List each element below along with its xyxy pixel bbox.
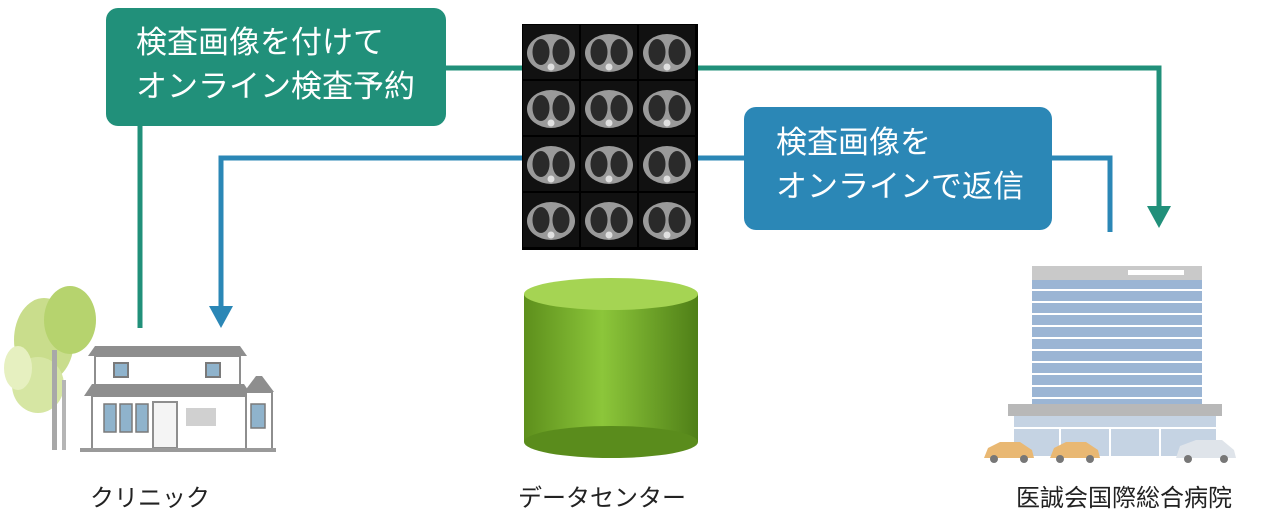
reservation-line-1: 検査画像を付けて [136, 25, 384, 61]
reply-line-2: オンラインで返信 [776, 169, 1024, 205]
ct-scan-thumbnail [523, 81, 579, 135]
ct-scan-thumbnail [639, 25, 695, 79]
ct-scan-images [522, 24, 698, 250]
blue-arrowhead [209, 306, 233, 328]
car-2 [1050, 442, 1100, 463]
reservation-line-2: オンライン検査予約 [136, 69, 415, 105]
ct-scan-thumbnail [581, 81, 637, 135]
hospital-label: 医誠会国際総合病院 [1016, 484, 1232, 512]
clinic-illustration [4, 286, 276, 452]
ct-scan-thumbnail [581, 193, 637, 247]
ct-scan-grid [523, 25, 695, 247]
ct-scan-thumbnail [523, 193, 579, 247]
green-arrowhead [1147, 206, 1171, 228]
online-reply-box: 検査画像を オンラインで返信 [744, 107, 1052, 230]
ct-scan-thumbnail [581, 25, 637, 79]
hospital-illustration [984, 266, 1236, 463]
clinic-label: クリニック [90, 484, 210, 512]
ct-scan-thumbnail [523, 137, 579, 191]
data-center-cylinder [524, 278, 698, 458]
ct-scan-thumbnail [581, 137, 637, 191]
ct-scan-thumbnail [639, 193, 695, 247]
reply-line-1: 検査画像を [776, 125, 931, 161]
ct-scan-thumbnail [639, 81, 695, 135]
ct-scan-thumbnail [639, 137, 695, 191]
data-center-label: データセンター [518, 484, 686, 512]
ct-scan-thumbnail [523, 25, 579, 79]
online-reservation-box: 検査画像を付けて オンライン検査予約 [106, 8, 446, 126]
car-3 [1176, 440, 1236, 463]
car-1 [984, 442, 1034, 463]
